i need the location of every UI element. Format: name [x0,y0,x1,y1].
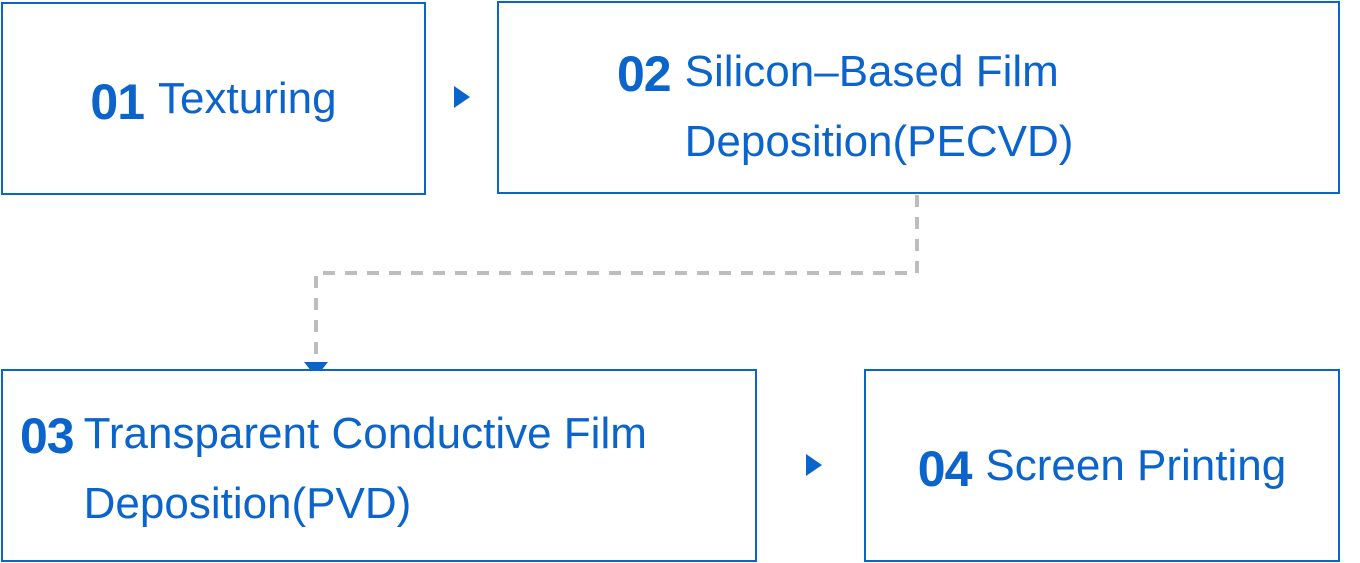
step-03: 03 Transparent Conductive Film Depositio… [20,399,647,539]
step-03-label-line-2: Deposition(PVD) [83,479,412,528]
step-01-number: 01 [90,73,145,130]
step-03-label-line-1: Transparent Conductive Film [83,409,647,458]
step-01-label: Texturing [158,73,337,123]
step-02: 02 Silicon–Based Film Deposition(PECVD) [617,37,1073,177]
arrow-right-icon [454,86,470,108]
step-01-box: 01 Texturing [1,2,426,195]
step-03-number: 03 [20,408,75,464]
step-04-number: 04 [917,440,973,497]
step-02-label-line-1: Silicon–Based Film [684,47,1059,96]
connector-dashed-line [314,195,919,360]
arrow-right-icon [806,454,822,476]
step-01: 01 Texturing [90,64,336,134]
step-02-box: 02 Silicon–Based Film Deposition(PECVD) [497,1,1340,194]
step-04: 04 Screen Printing [918,431,1286,501]
step-04-box: 04 Screen Printing [864,369,1340,562]
step-02-number: 02 [617,46,672,102]
step-02-label-line-2: Deposition(PECVD) [684,117,1074,166]
step-04-label: Screen Printing [985,440,1287,490]
step-03-box: 03 Transparent Conductive Film Depositio… [1,369,757,562]
